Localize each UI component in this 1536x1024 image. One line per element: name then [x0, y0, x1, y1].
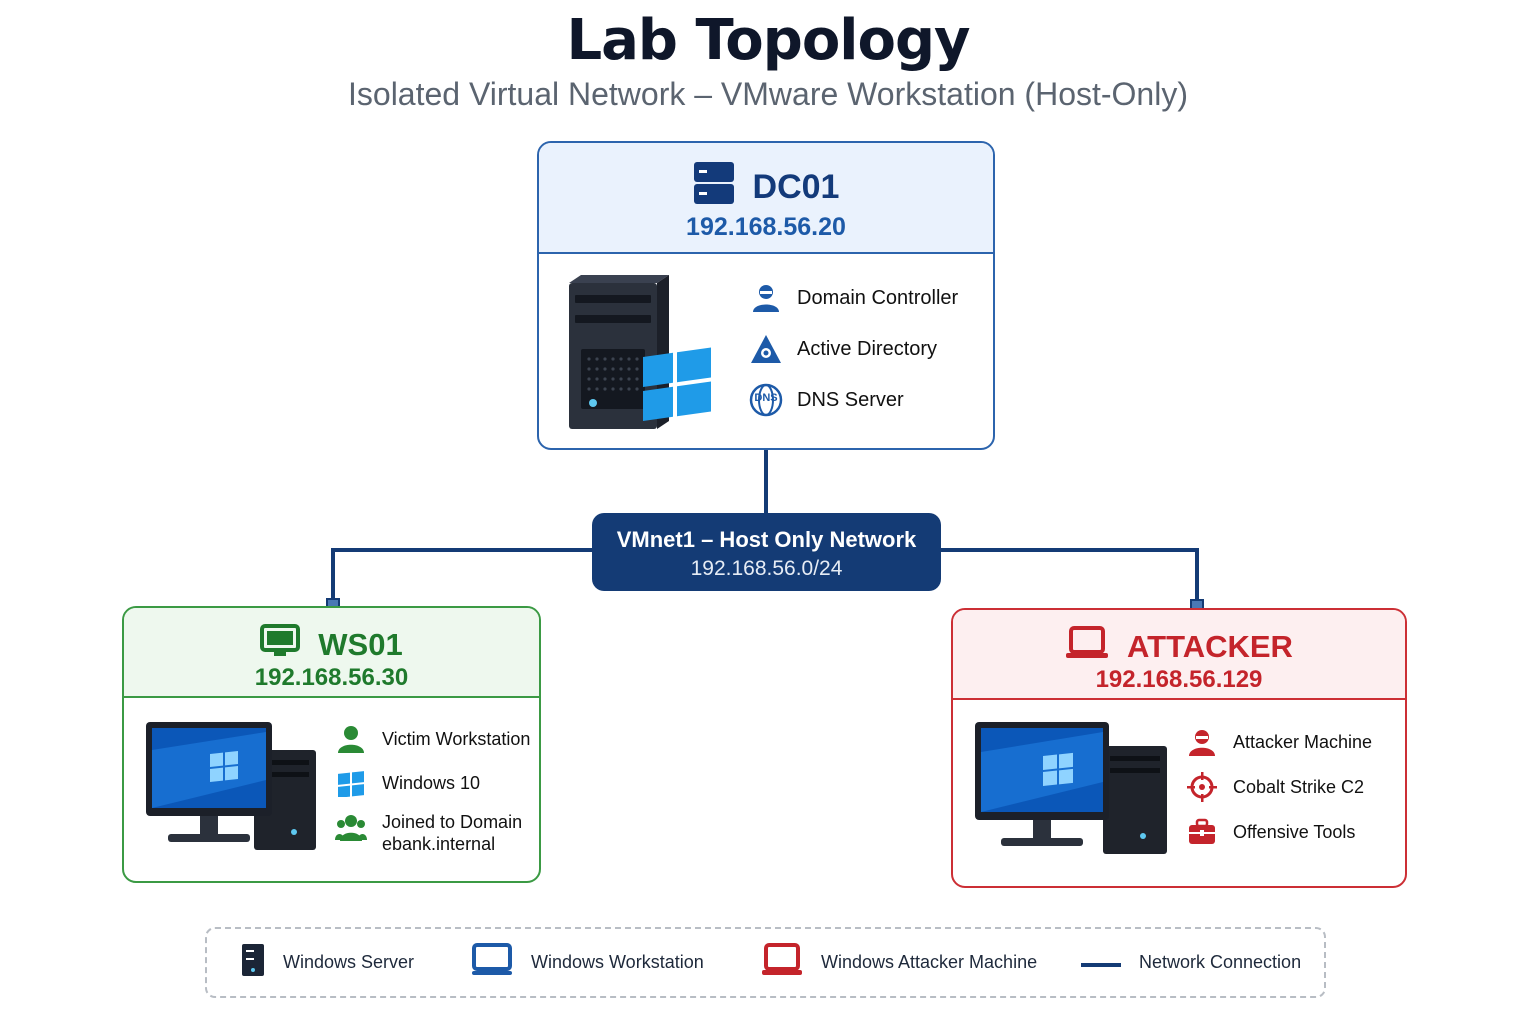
legend-windows-server: Windows Server — [241, 929, 414, 996]
line-icon — [1081, 952, 1121, 973]
feature-joined-to-domain: Joined to Domain ebank.internal — [334, 811, 522, 855]
feature-attacker-machine: Attacker Machine — [1185, 725, 1372, 759]
attacker-connection — [941, 548, 1199, 608]
feature-cobalt-strike: Cobalt Strike C2 — [1185, 770, 1364, 804]
feature-active-directory: Active Directory — [749, 332, 937, 366]
attacker-node[interactable]: ATTACKER 192.168.56.129 Attacker Machine… — [951, 608, 1407, 888]
feature-domain-controller: Domain Controller — [749, 281, 958, 315]
feature-victim-workstation: Victim Workstation — [334, 722, 530, 756]
toolbox-icon — [1185, 815, 1219, 849]
domain-joined-label: Joined to Domain — [382, 812, 523, 832]
attacker-workstation-illustration — [975, 722, 1167, 854]
diagram-title: Lab Topology — [566, 8, 970, 73]
feature-dns-server: DNS DNS Server — [749, 383, 904, 417]
monitor-icon — [471, 943, 513, 982]
legend-windows-workstation: Windows Workstation — [471, 929, 704, 996]
domain-name: ebank.internal — [382, 834, 496, 854]
monitor-icon — [260, 624, 301, 666]
ws01-header: WS01 192.168.56.30 — [124, 608, 539, 698]
server-icon — [693, 161, 735, 214]
workstation-illustration — [146, 722, 316, 850]
crosshair-icon — [1185, 770, 1219, 804]
dc01-header: DC01 192.168.56.20 — [539, 143, 993, 254]
ws01-node[interactable]: WS01 192.168.56.30 Victim Workstation Wi… — [122, 606, 541, 883]
dns-globe-icon: DNS — [749, 383, 783, 417]
diagram-subtitle: Isolated Virtual Network – VMware Workst… — [348, 76, 1188, 112]
ws01-connection — [331, 548, 592, 606]
user-icon — [334, 722, 368, 756]
dc01-ip: 192.168.56.20 — [686, 213, 846, 241]
attacker-header: ATTACKER 192.168.56.129 — [953, 610, 1405, 700]
server-tower-illustration — [569, 275, 711, 429]
laptop-icon — [1065, 626, 1109, 668]
active-directory-icon — [749, 332, 783, 366]
feature-windows-10: Windows 10 — [334, 766, 480, 800]
legend-network-connection: Network Connection — [1081, 929, 1301, 996]
ws01-name: WS01 — [318, 627, 403, 662]
users-group-icon — [334, 811, 368, 845]
windows-logo-icon — [334, 766, 368, 800]
dc01-name: DC01 — [752, 168, 840, 206]
network-title: VMnet1 – Host Only Network — [616, 527, 917, 552]
attacker-ip: 192.168.56.129 — [1095, 666, 1263, 693]
dc01-node[interactable]: DC01 192.168.56.20 Domain — [537, 141, 995, 450]
server-icon — [241, 943, 265, 982]
admin-user-icon — [749, 281, 783, 315]
feature-offensive-tools: Offensive Tools — [1185, 815, 1355, 849]
laptop-icon — [761, 943, 803, 982]
ws01-ip: 192.168.56.30 — [254, 664, 409, 691]
attacker-name: ATTACKER — [1127, 629, 1293, 664]
hacker-icon — [1185, 725, 1219, 759]
legend-attacker-machine: Windows Attacker Machine — [761, 929, 1037, 996]
network-subnet: 192.168.56.0/24 — [690, 557, 843, 580]
legend: Windows Server Windows Workstation Windo… — [205, 927, 1326, 998]
vmnet1-network[interactable]: VMnet1 – Host Only Network 192.168.56.0/… — [592, 513, 941, 591]
